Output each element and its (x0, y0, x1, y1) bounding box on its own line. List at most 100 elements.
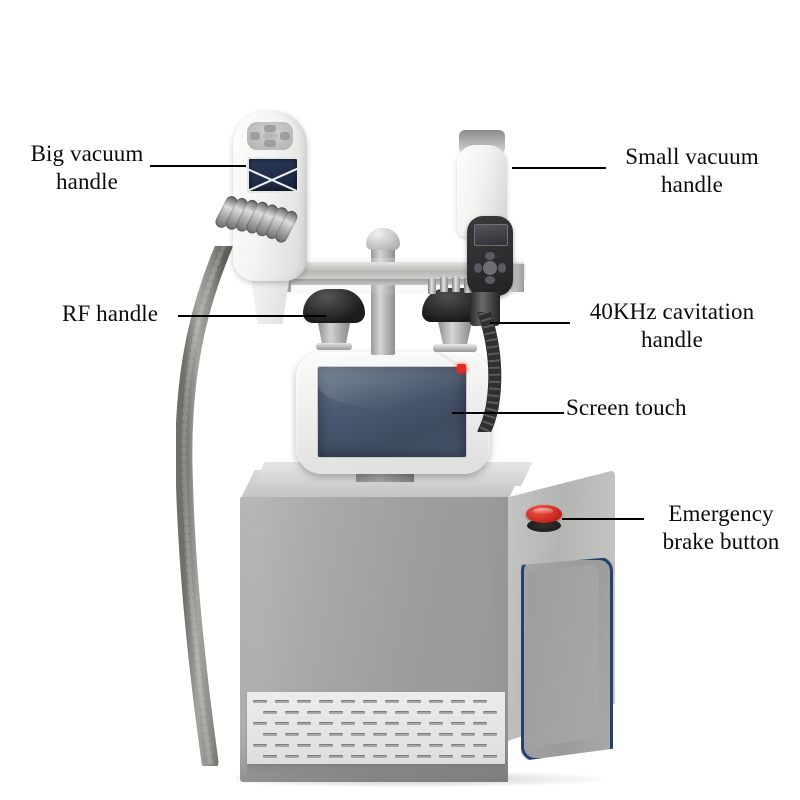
vent-slot (395, 711, 409, 714)
vent-slot (253, 700, 267, 703)
vent-slot (417, 711, 431, 714)
big-vacuum-handle-display (247, 157, 299, 193)
vent-slot (385, 722, 399, 725)
small-vacuum-handle-display (474, 224, 508, 246)
vent-slot (285, 755, 299, 758)
vent-slot (451, 722, 465, 725)
vent-slot (373, 711, 387, 714)
vent-slot (263, 733, 277, 736)
vent-slot (363, 722, 377, 725)
vent-slot (363, 700, 377, 703)
vent-slot (439, 711, 453, 714)
vent-slot (297, 744, 311, 747)
vent-slot (275, 744, 289, 747)
vent-row (253, 700, 499, 704)
vent-slot (275, 700, 289, 703)
vent-slot (285, 711, 299, 714)
vent-slot (407, 744, 421, 747)
vent-slot (285, 733, 299, 736)
leader-line-cavitation-handle (490, 322, 570, 324)
vent-slot (429, 700, 443, 703)
blue-accent-panel-inner (527, 564, 599, 748)
power-led-indicator (457, 364, 466, 373)
vent-slot (373, 755, 387, 758)
vent-slot (351, 711, 365, 714)
vent-slot (351, 733, 365, 736)
rf-handle[interactable] (303, 289, 365, 323)
vent-slot (473, 700, 487, 703)
vent-slot (417, 755, 431, 758)
vent-row (253, 733, 499, 737)
vent-slot (395, 733, 409, 736)
vent-grille (247, 692, 505, 764)
handle-rack-crossbar (276, 262, 524, 279)
vent-slot (417, 733, 431, 736)
vent-slot (253, 722, 267, 725)
braided-vacuum-hose (176, 246, 233, 766)
vent-slot (483, 711, 497, 714)
vent-slot (451, 700, 465, 703)
cavitation-handle-neck (437, 317, 473, 347)
vent-row (253, 744, 499, 748)
vent-slot (483, 733, 497, 736)
vent-shadow (247, 764, 505, 780)
cavitation-handle-ring (433, 344, 477, 352)
vent-slot (473, 744, 487, 747)
vent-slot (461, 711, 475, 714)
vent-slot (275, 722, 289, 725)
vent-slot (473, 722, 487, 725)
rf-handle-ring (316, 343, 352, 350)
vent-slot (329, 711, 343, 714)
callout-label-emergency-brake-button: Emergency brake button (662, 501, 780, 554)
big-vacuum-handle-keypad[interactable] (247, 122, 293, 150)
vent-slot (319, 744, 333, 747)
vent-row (253, 755, 499, 759)
vent-slot (407, 700, 421, 703)
vent-slot (307, 755, 321, 758)
leader-line-small-vacuum-handle (512, 167, 606, 169)
vent-slot (263, 755, 277, 758)
vent-slot (329, 755, 343, 758)
rack-post-cap (366, 228, 400, 250)
callout-label-rf-handle: RF handle (62, 301, 159, 326)
leader-line-rf-handle (178, 315, 326, 317)
vent-slot (407, 722, 421, 725)
vent-slot (329, 733, 343, 736)
leader-line-big-vacuum-handle (150, 165, 246, 167)
vent-slot (429, 744, 443, 747)
touch-screen[interactable] (318, 367, 466, 457)
vent-slot (341, 744, 355, 747)
handle-rack-crossbar-lip (276, 279, 524, 285)
vent-slot (297, 722, 311, 725)
vent-slot (439, 755, 453, 758)
rack-support-post (371, 237, 395, 355)
rack-bracket-right (511, 264, 524, 292)
emergency-button-collar (527, 519, 561, 532)
emergency-button-gloss (533, 508, 553, 514)
small-vacuum-handle-cable (477, 312, 502, 432)
vent-slot (461, 755, 475, 758)
vent-slot (385, 744, 399, 747)
vent-slot (341, 700, 355, 703)
vent-slot (439, 733, 453, 736)
vent-slot (263, 711, 277, 714)
vent-slot (429, 722, 443, 725)
vent-slot (351, 755, 365, 758)
vent-slot (319, 700, 333, 703)
vent-slot (319, 722, 333, 725)
vent-row (253, 711, 499, 715)
small-vacuum-handle-dpad[interactable] (474, 252, 506, 284)
leader-line-emergency-brake-button (562, 518, 644, 520)
callout-label-big-vacuum-handle: Big vacuum handle (30, 141, 144, 194)
vent-row (253, 722, 499, 726)
vent-slot (307, 711, 321, 714)
vent-slot (307, 733, 321, 736)
vent-slot (385, 700, 399, 703)
vent-slot (363, 744, 377, 747)
vent-slot (451, 744, 465, 747)
callout-label-small-vacuum-handle: Small vacuum handle (625, 144, 759, 197)
vent-slot (461, 733, 475, 736)
leader-line-screen-touch (452, 412, 564, 414)
vent-slot (483, 755, 497, 758)
